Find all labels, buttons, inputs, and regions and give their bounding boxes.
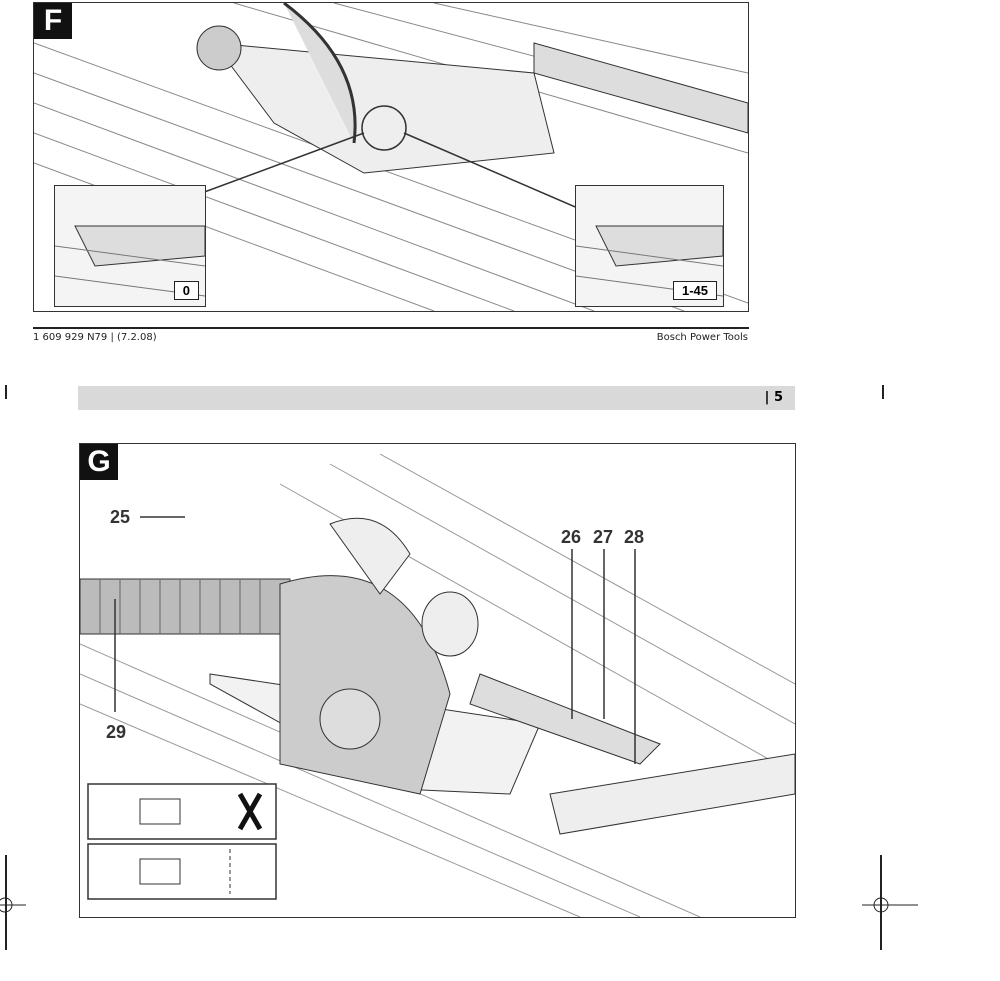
crop-mark [5,855,7,950]
figure-g-illustration [80,453,795,917]
crop-mark [882,385,884,399]
inset-label-1-45: 1-45 [672,281,717,300]
callout-28: 28 [624,527,645,547]
inset-0-degree: 0 [54,185,206,307]
footer-doc-number: 1 609 929 N79 | (7.2.08) [33,332,157,343]
figure-g: G 25 26 27 28 29 [79,443,796,918]
page-header-band: | 5 [78,386,795,410]
callout-25: 25 [110,507,131,527]
footer-rule [33,327,749,329]
page-number: | 5 [764,390,783,405]
figure-f-label: F [34,3,72,39]
callout-27: 27 [593,527,614,547]
footer-brand: Bosch Power Tools [656,332,748,343]
figure-f-illustration [34,3,748,311]
registration-mark-icon [0,897,26,913]
registration-mark-icon [862,897,918,913]
inset-1-45-degree: 1-45 [575,185,724,307]
figure-g-label: G [80,444,118,480]
crop-mark [5,385,7,399]
crop-mark [880,855,882,950]
figure-f: F 0 1-45 [33,2,749,312]
inset-label-0: 0 [173,281,199,300]
callout-26: 26 [561,527,582,547]
callout-29: 29 [106,722,127,742]
